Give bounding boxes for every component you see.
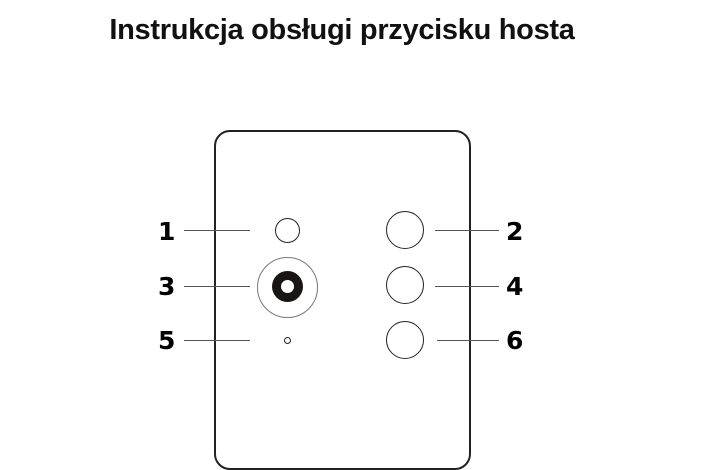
camera-ring-icon (257, 257, 318, 318)
camera-lens-center-icon (281, 280, 294, 293)
page-title: Instrukcja obsługi przycisku hosta (109, 14, 575, 46)
leader-line-6 (437, 340, 499, 341)
microphone-icon (284, 337, 291, 344)
leader-line-1 (184, 230, 250, 231)
callout-4-label: 4 (506, 272, 524, 301)
button-4-icon (386, 266, 424, 304)
callout-2-label: 2 (506, 217, 524, 246)
device-panel (214, 130, 471, 470)
callout-5-label: 5 (158, 326, 176, 355)
button-6-icon (386, 321, 424, 359)
leader-line-3 (184, 286, 250, 287)
leader-line-2 (435, 230, 499, 231)
callout-3-label: 3 (158, 272, 176, 301)
callout-6-label: 6 (506, 326, 524, 355)
leader-line-5 (184, 340, 250, 341)
button-2-icon (386, 211, 424, 249)
small-button-icon (275, 218, 300, 243)
callout-1-label: 1 (158, 217, 176, 246)
leader-line-4 (435, 286, 499, 287)
